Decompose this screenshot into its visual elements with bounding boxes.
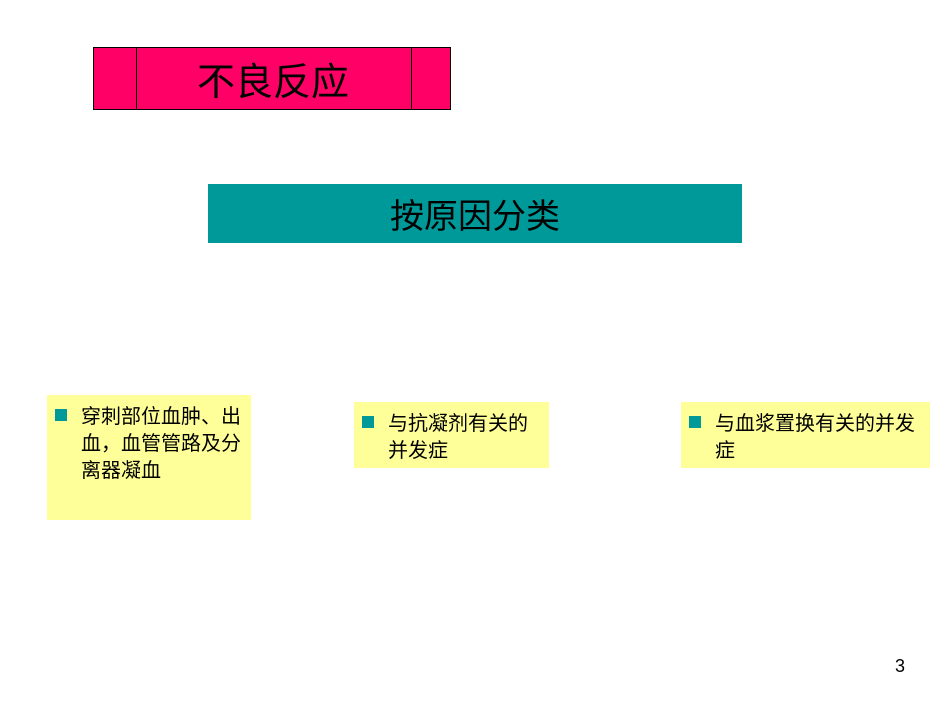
page-number: 3 xyxy=(894,656,905,676)
card-text: 与血浆置换有关的并发症 xyxy=(715,411,915,462)
category-card-plasma-exchange: 与血浆置换有关的并发症 xyxy=(681,402,930,468)
title-left-divider xyxy=(136,48,137,109)
slide-title: 不良反应 xyxy=(196,60,349,104)
category-heading: 按原因分类 xyxy=(208,184,742,243)
category-card-puncture: 穿刺部位血肿、出血，血管管路及分离器凝血 xyxy=(47,395,251,520)
square-bullet-icon xyxy=(689,416,701,428)
category-card-anticoagulant: 与抗凝剂有关的并发症 xyxy=(354,402,549,468)
card-text: 与抗凝剂有关的并发症 xyxy=(388,411,528,462)
square-bullet-icon xyxy=(362,416,374,428)
title-box: 不良反应 xyxy=(93,47,451,110)
title-right-divider xyxy=(411,48,412,109)
square-bullet-icon xyxy=(55,409,67,421)
card-text: 穿刺部位血肿、出血，血管管路及分离器凝血 xyxy=(81,404,241,482)
